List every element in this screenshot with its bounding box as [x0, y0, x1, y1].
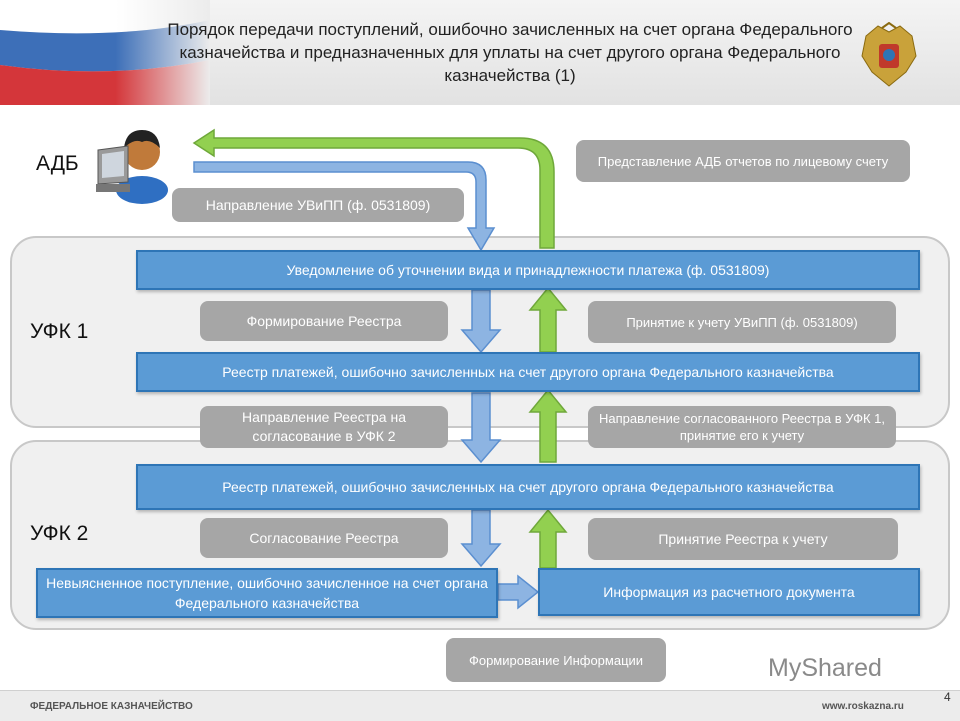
blue-arrow-right	[497, 574, 540, 610]
russian-flag-image	[0, 0, 210, 105]
accept-registry-callout: Принятие Реестра к учету	[588, 518, 898, 560]
uvipp-notice-box: Уведомление об уточнении вида и принадле…	[136, 250, 920, 290]
actor-label-adb: АДБ	[36, 152, 79, 175]
watermark-text: MyShared	[768, 654, 882, 682]
footer-org-name: ФЕДЕРАЛЬНОЕ КАЗНАЧЕЙСТВО	[30, 701, 193, 712]
accept-uvipp-callout: Принятие к учету УВиПП (ф. 0531809)	[588, 301, 896, 343]
send-uvipp-callout: Направление УВиПП (ф. 0531809)	[172, 188, 464, 222]
adb-reports-callout: Представление АДБ отчетов по лицевому сч…	[576, 140, 910, 182]
green-arrow-up-2	[528, 388, 568, 463]
payment-doc-info-box: Информация из расчетного документа	[538, 568, 920, 616]
send-agreed-registry-callout: Направление согласованного Реестра в УФК…	[588, 406, 896, 448]
registry-ufk2-box: Реестр платежей, ошибочно зачисленных на…	[136, 464, 920, 510]
unclear-receipt-box: Невыясненное поступление, ошибочно зачис…	[36, 568, 498, 618]
green-arrow-up-1	[528, 286, 568, 353]
green-arrow-ufk1-to-adb	[192, 128, 555, 249]
footer-band	[0, 690, 960, 721]
blue-arrow-adb-to-ufk1	[193, 161, 496, 252]
registry-ufk1-box: Реестр платежей, ошибочно зачисленных на…	[136, 352, 920, 392]
footer-site: www.roskazna.ru	[822, 701, 904, 712]
eagle-emblem-icon	[861, 22, 917, 87]
actor-label-ufk1: УФК 1	[30, 320, 89, 343]
form-info-callout: Формирование Информации	[446, 638, 666, 682]
user-computer-icon	[96, 130, 168, 204]
actor-label-ufk2: УФК 2	[30, 522, 89, 545]
page-title: Порядок передачи поступлений, ошибочно з…	[167, 20, 853, 85]
send-registry-callout: Направление Реестра на согласование в УФ…	[200, 406, 448, 448]
form-registry-callout: Формирование Реестра	[200, 301, 448, 341]
agree-registry-callout: Согласование Реестра	[200, 518, 448, 558]
blue-arrow-down-2	[460, 392, 502, 464]
blue-arrow-down-1	[460, 289, 502, 354]
page-number: 4	[944, 690, 951, 704]
green-arrow-up-3	[528, 508, 568, 569]
blue-arrow-down-3	[460, 509, 502, 568]
